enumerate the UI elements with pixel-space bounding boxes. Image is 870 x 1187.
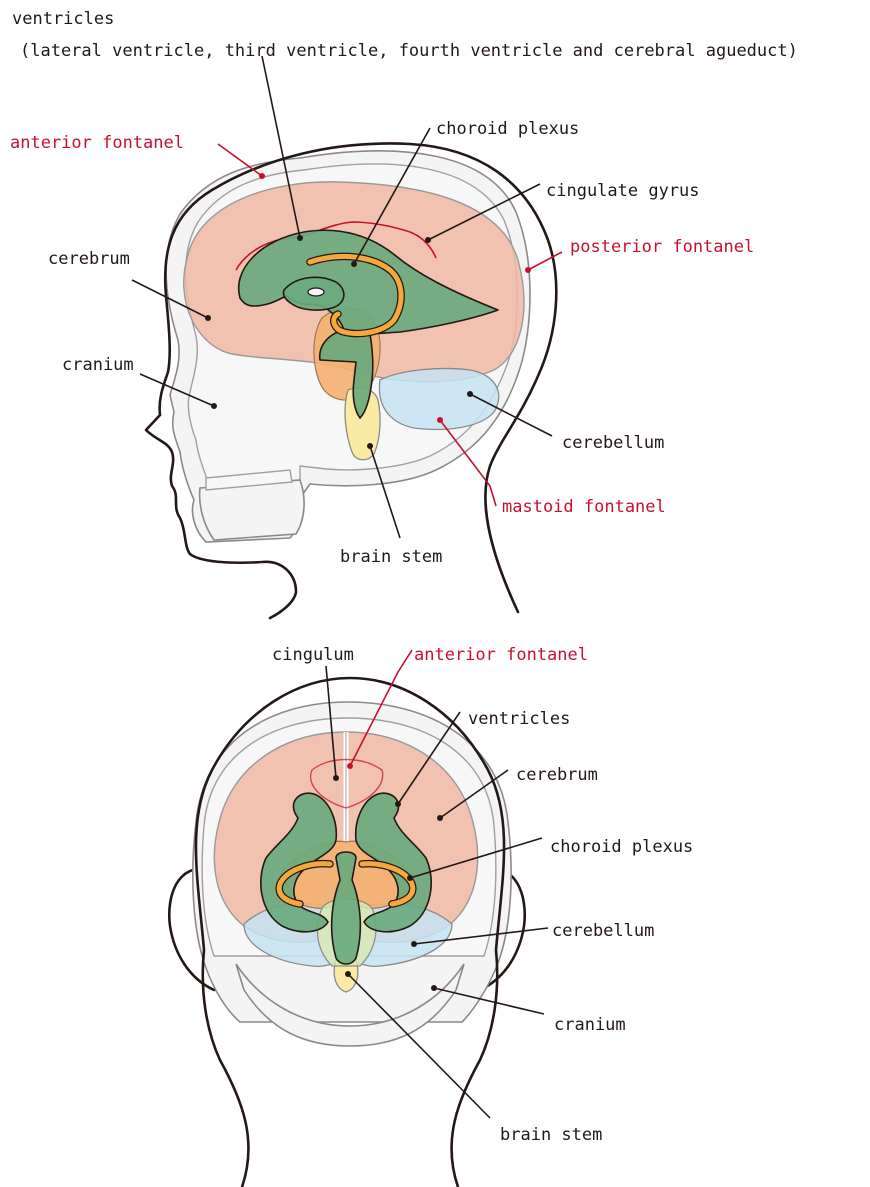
dot-cerebellum-front: [411, 941, 417, 947]
dot-anterior-fontanel-lat: [259, 173, 265, 179]
dot-cerebrum-front: [437, 815, 443, 821]
label-ventricles-detail: (lateral ventricle, third ventricle, fou…: [20, 41, 798, 61]
dot-cingulate-gyrus: [425, 237, 431, 243]
dot-cerebrum-lat: [205, 315, 211, 321]
label-posterior-fontanel: posterior fontanel: [570, 237, 754, 257]
dot-cranium-front: [431, 985, 437, 991]
dot-cingulum: [333, 775, 339, 781]
leader-posterior-fontanel: [528, 252, 562, 270]
dot-mastoid-fontanel: [437, 417, 443, 423]
frontal-view: cingulum anterior fontanel ventricles ce…: [169, 645, 693, 1187]
dot-choroid-plexus-lat: [351, 261, 357, 267]
dot-choroid-plexus-front: [407, 875, 413, 881]
dot-posterior-fontanel: [525, 267, 531, 273]
label-choroid-plexus-front: choroid plexus: [550, 837, 693, 857]
label-cranium-front: cranium: [554, 1015, 626, 1035]
label-anterior-fontanel-lat: anterior fontanel: [10, 133, 184, 153]
label-brain-stem-front: brain stem: [500, 1125, 602, 1145]
label-cranium-lat: cranium: [62, 355, 134, 375]
label-cingulum: cingulum: [272, 645, 354, 665]
label-cingulate-gyrus: cingulate gyrus: [546, 181, 700, 201]
label-mastoid-fontanel: mastoid fontanel: [502, 497, 666, 517]
label-cerebrum-lat: cerebrum: [48, 249, 130, 269]
lateral-view: ventricles (lateral ventricle, third ven…: [10, 9, 798, 618]
label-brain-stem-lat: brain stem: [340, 547, 442, 567]
label-cerebellum-lat: cerebellum: [562, 433, 664, 453]
dot-brain-stem-front: [345, 971, 351, 977]
lateral-interthalamic-hole: [308, 288, 324, 296]
label-ventricles-lat: ventricles: [12, 9, 114, 29]
label-cerebrum-front: cerebrum: [516, 765, 598, 785]
dot-cranium-lat: [211, 403, 217, 409]
dot-anterior-fontanel-front: [347, 763, 353, 769]
dot-brain-stem-lat: [367, 443, 373, 449]
dot-ventricles-lat: [297, 235, 303, 241]
label-anterior-fontanel-front: anterior fontanel: [414, 645, 588, 665]
label-choroid-plexus-lat: choroid plexus: [436, 119, 579, 139]
dot-cerebellum-lat: [467, 391, 473, 397]
dot-ventricles-front: [395, 801, 401, 807]
label-ventricles-front: ventricles: [468, 709, 570, 729]
label-cerebellum-front: cerebellum: [552, 921, 654, 941]
